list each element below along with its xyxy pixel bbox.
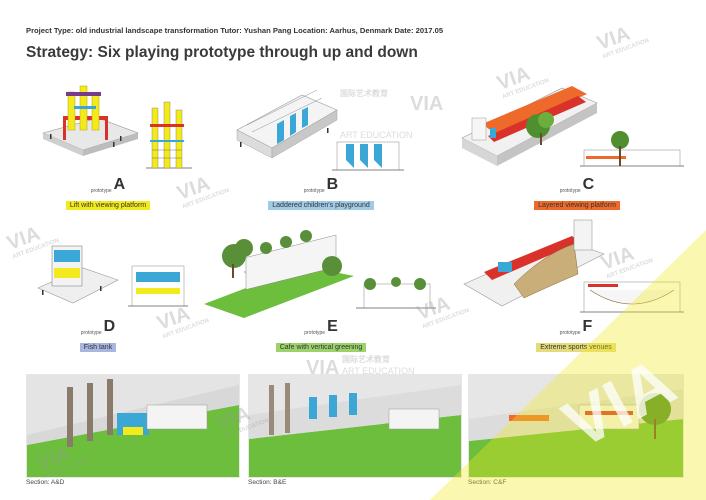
watermark-logo: VIA bbox=[594, 23, 633, 55]
prototype-word: prototype bbox=[90, 188, 112, 194]
prototype-c-illustration bbox=[461, 86, 684, 167]
prototype-e-illustration bbox=[204, 230, 436, 318]
section-cf-panel bbox=[468, 374, 684, 478]
prototype-word: prototype bbox=[303, 188, 325, 194]
prototype-word: prototype bbox=[559, 330, 581, 336]
prototype-letter: D bbox=[103, 318, 116, 335]
watermark-cn: 国际艺术教育 bbox=[342, 354, 390, 364]
prototype-label: Laddered children's playground bbox=[268, 201, 374, 210]
prototype-label: Cafe with vertical greening bbox=[275, 343, 367, 352]
project-info-line: Project Type: old industrial landscape t… bbox=[26, 26, 444, 35]
prototype-letter: E bbox=[327, 318, 338, 335]
prototype-word: prototype bbox=[559, 188, 581, 194]
watermark-en: ART EDUCATION bbox=[182, 188, 230, 210]
prototype-letter: C bbox=[582, 176, 595, 193]
prototype-b-illustration bbox=[236, 89, 404, 171]
prototype-letter: A bbox=[113, 176, 126, 193]
prototype-f-illustration bbox=[463, 219, 684, 313]
prototype-label: Extreme sports venues bbox=[536, 343, 616, 352]
watermark-en: ART EDUCATION bbox=[602, 38, 650, 60]
prototype-letter: B bbox=[326, 176, 339, 193]
prototype-d-illustration bbox=[37, 245, 188, 307]
section-ad-panel bbox=[26, 374, 240, 478]
prototype-word: prototype bbox=[80, 330, 102, 336]
prototype-label: Layered viewing platform bbox=[534, 201, 620, 210]
prototype-label: Lift with viewing platform bbox=[65, 201, 151, 210]
section-caption: Section: A&D bbox=[26, 479, 65, 486]
section-caption: Section: C&F bbox=[468, 479, 507, 486]
section-be-panel bbox=[248, 374, 462, 478]
prototype-letter: F bbox=[582, 318, 593, 335]
section-caption: Section: B&E bbox=[248, 479, 287, 486]
watermark-logo: VIA bbox=[410, 93, 443, 115]
prototype-a-illustration bbox=[42, 85, 192, 169]
prototype-label: Fish tank bbox=[79, 343, 117, 352]
prototype-word: prototype bbox=[304, 330, 326, 336]
page-title: Strategy: Six playing prototype through … bbox=[26, 44, 418, 61]
